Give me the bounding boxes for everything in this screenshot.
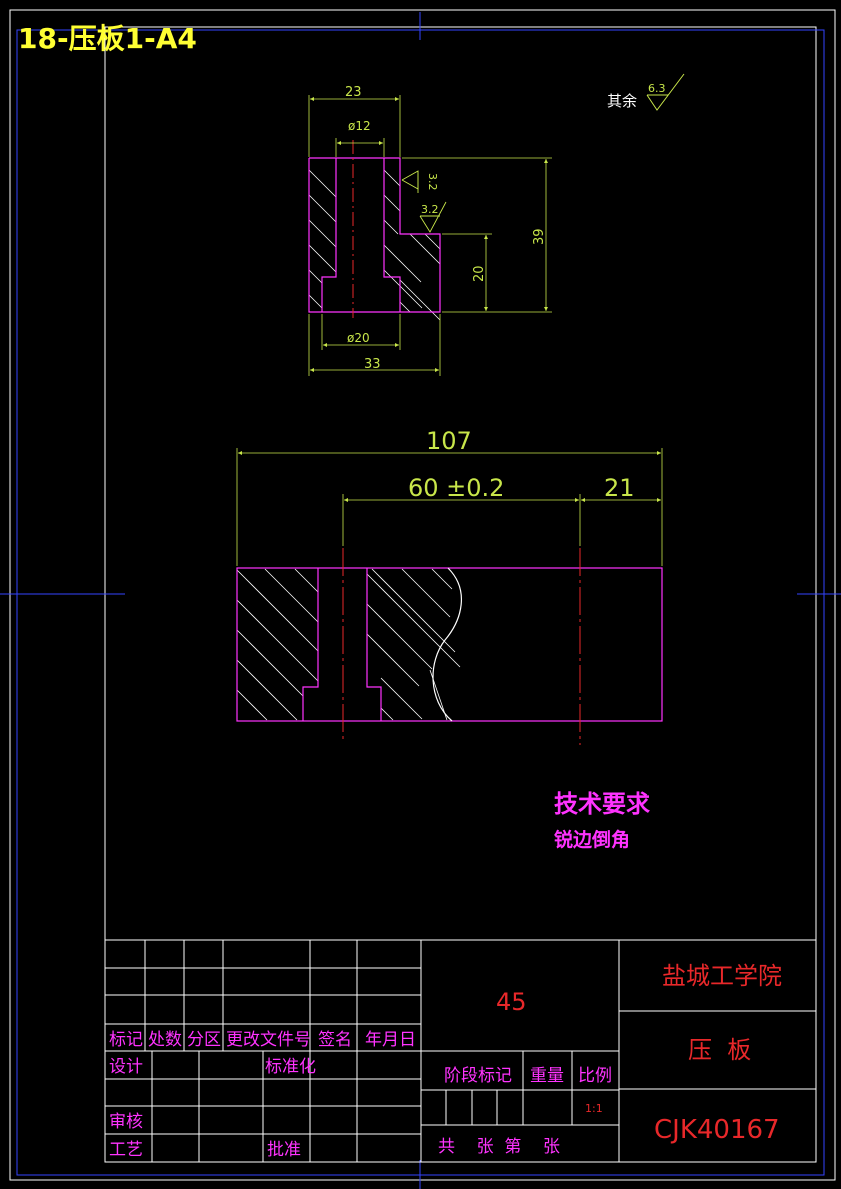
section-dimensions bbox=[308, 95, 552, 376]
sheet-title: 18-压板1-A4 bbox=[18, 22, 197, 55]
dim-top-width: 23 bbox=[345, 85, 362, 100]
material: 45 bbox=[496, 988, 527, 1016]
dim-hole-spacing: 60 ±0.2 bbox=[408, 474, 504, 502]
roughness-symbol-a bbox=[401, 170, 419, 193]
col-header-count: 处数 bbox=[148, 1030, 182, 1050]
dim-total-width: 33 bbox=[364, 357, 381, 372]
roughness-rest-value: 6.3 bbox=[648, 82, 666, 95]
label-standardization: 标准化 bbox=[265, 1057, 316, 1077]
dim-end-offset: 21 bbox=[604, 474, 635, 502]
dim-step-height: 20 bbox=[472, 265, 487, 282]
section-hatch bbox=[308, 169, 441, 321]
title-block: 标记 处数 分区 更改文件号 签名 年月日 设计 标准化 审核 工艺 批准 45… bbox=[104, 939, 817, 1163]
section-view: 23 ø12 39 20 ø20 33 3.2 3.2 bbox=[308, 85, 552, 376]
drawing-number: CJK40167 bbox=[654, 1115, 780, 1145]
label-scale: 比例 bbox=[578, 1066, 612, 1086]
col-header-date: 年月日 bbox=[365, 1030, 416, 1050]
section-outline bbox=[308, 157, 441, 313]
sheet-count: 共 张 第 张 bbox=[438, 1137, 560, 1157]
roughness-rest-label: 其余 bbox=[607, 92, 637, 110]
plan-outline bbox=[236, 567, 663, 722]
col-header-signature: 签名 bbox=[318, 1030, 352, 1050]
label-approve: 批准 bbox=[267, 1140, 301, 1160]
label-review: 审核 bbox=[109, 1112, 143, 1132]
dim-length: 107 bbox=[426, 427, 472, 455]
dim-bore-diameter: ø12 bbox=[348, 119, 371, 133]
plan-hatch bbox=[236, 568, 461, 721]
label-weight: 重量 bbox=[530, 1066, 564, 1086]
col-header-change-doc: 更改文件号 bbox=[226, 1030, 311, 1050]
col-header-mark: 标记 bbox=[109, 1030, 143, 1050]
title-block-grid bbox=[104, 939, 817, 1163]
label-process: 工艺 bbox=[109, 1140, 143, 1160]
col-header-zone: 分区 bbox=[187, 1030, 221, 1050]
roughness-value-b: 3.2 bbox=[421, 203, 439, 216]
roughness-symbol-b bbox=[419, 201, 447, 233]
roughness-value-a: 3.2 bbox=[426, 173, 439, 191]
plan-view: 107 60 ±0.2 21 bbox=[236, 427, 663, 745]
roughness-rest-symbol: 其余 6.3 bbox=[607, 73, 685, 111]
school-name: 盐城工学院 bbox=[662, 962, 782, 990]
break-line bbox=[432, 567, 462, 722]
plan-dimensions bbox=[236, 448, 663, 566]
tech-req-title: 技术要求 bbox=[554, 790, 650, 818]
scale-value: 1:1 bbox=[585, 1102, 603, 1115]
dim-height: 39 bbox=[532, 228, 547, 245]
tech-req-item: 锐边倒角 bbox=[554, 828, 630, 851]
dim-counterbore-diameter: ø20 bbox=[347, 331, 370, 345]
part-name: 压 板 bbox=[688, 1036, 751, 1064]
label-stage-mark: 阶段标记 bbox=[444, 1066, 512, 1086]
label-design: 设计 bbox=[109, 1057, 143, 1077]
